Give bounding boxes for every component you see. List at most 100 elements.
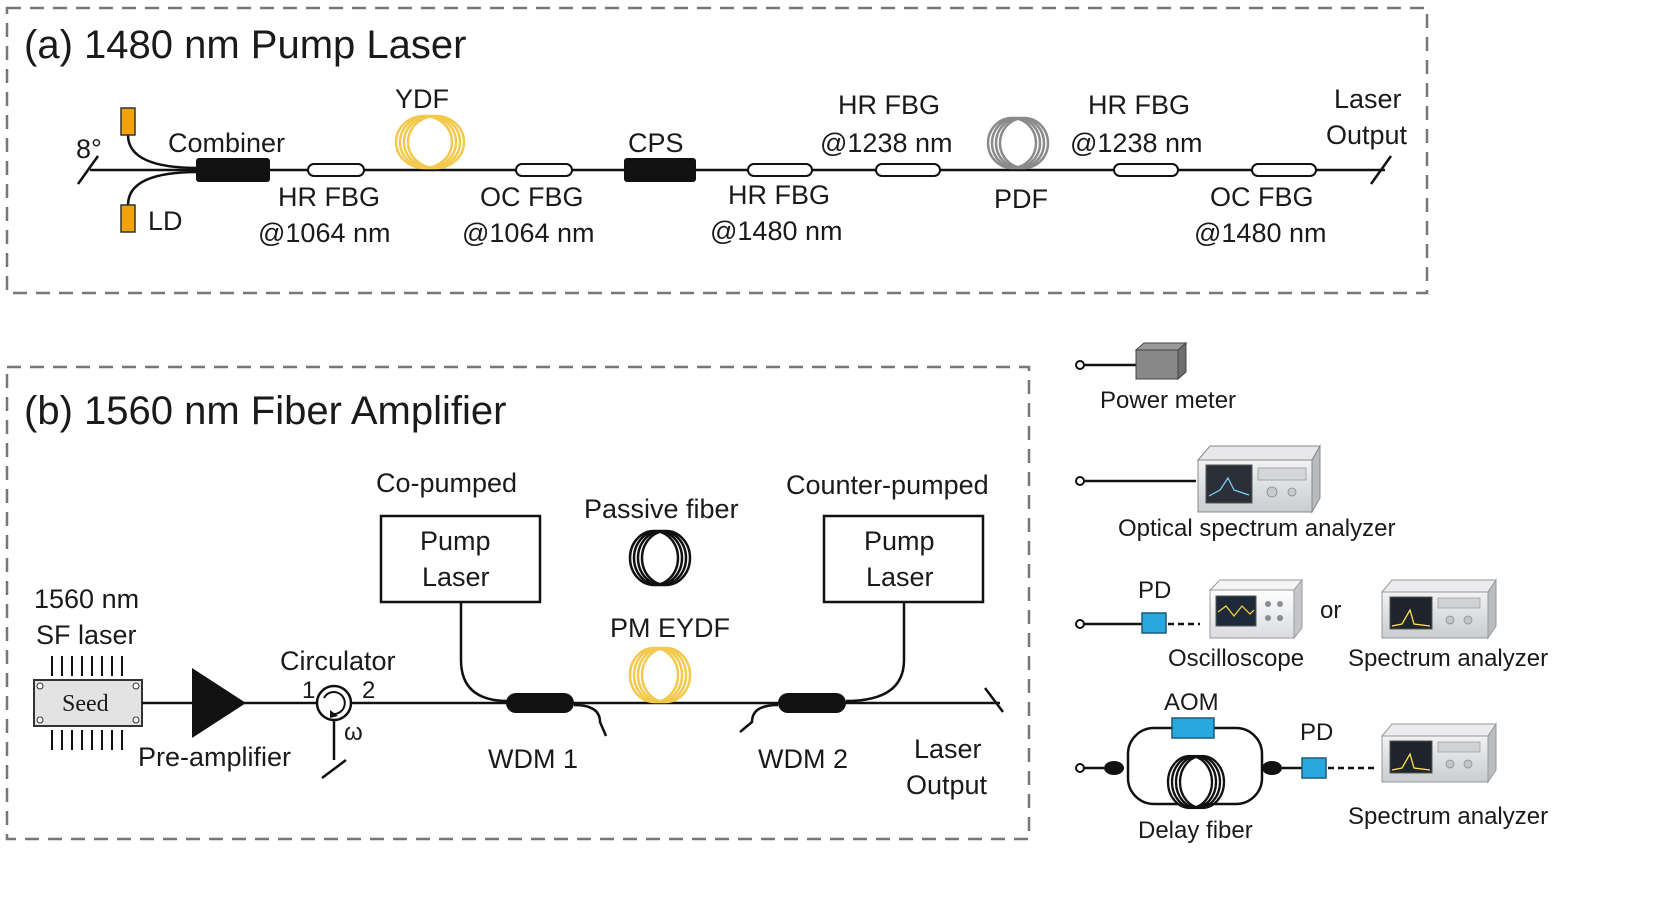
seed-fins-top	[51, 656, 123, 676]
panel-a-border	[5, 6, 1429, 295]
circulator-arrowhead	[330, 710, 338, 718]
osa-icon	[1196, 444, 1321, 514]
pd-icon-1	[1141, 612, 1167, 634]
counter-pumped-label: Counter-pumped	[786, 470, 989, 500]
circulator-port1: 1	[302, 677, 315, 704]
oc-fbg-1480-line2: @1480 nm	[1194, 218, 1326, 248]
cps-block	[624, 158, 696, 182]
oc-fbg-1064-line2: @1064 nm	[462, 218, 594, 248]
osa-label: Optical spectrum analyzer	[1118, 515, 1395, 542]
oscilloscope-icon	[1208, 578, 1304, 640]
combiner-label: Combiner	[168, 128, 285, 158]
pump-counter-line2: Laser	[866, 562, 934, 592]
hr-fbg-1064-line2: @1064 nm	[258, 218, 390, 248]
pd-icon-2	[1301, 757, 1327, 779]
pump-counter-line1: Pump	[864, 526, 935, 556]
angle-cleave-left	[76, 155, 100, 185]
hr-fbg-1480-line1: HR FBG	[728, 180, 830, 210]
spectrum-analyzer-label-2: Spectrum analyzer	[1348, 803, 1548, 830]
delay-fiber-coil	[1166, 754, 1226, 810]
circulator-port2: 2	[362, 677, 375, 704]
wdm2-label: WDM 2	[758, 744, 848, 774]
fbg-hr-1064	[307, 163, 365, 177]
hr-fbg-1238a-line1: HR FBG	[838, 90, 940, 120]
pm-eydf-coil	[628, 646, 692, 704]
hr-fbg-1480-line2: @1480 nm	[710, 216, 842, 246]
circulator-port3: ω	[344, 719, 363, 746]
fbg-oc-1064	[515, 163, 573, 177]
power-meter-icon	[1134, 341, 1188, 381]
legend-pd-scope: PD Oscilloscope or	[1075, 577, 1548, 672]
hr-fbg-1238b-line2: @1238 nm	[1070, 128, 1202, 158]
fbg-hr-1238-a	[875, 163, 941, 177]
ld-diode-top	[120, 107, 136, 136]
power-meter-label: Power meter	[1100, 387, 1236, 414]
wdm2-block	[778, 693, 846, 713]
pump-counter-fiber	[845, 602, 906, 703]
pm-eydf-label: PM EYDF	[610, 613, 730, 643]
legend-delayed-heterodyne: AOM Delay fiber PD Spect	[1075, 689, 1548, 844]
circulator-arrow-icon	[323, 691, 346, 715]
wdm2-dump-fiber	[739, 703, 779, 733]
output-a-line2: Output	[1326, 120, 1408, 150]
aom-label: AOM	[1164, 689, 1219, 716]
fbg-oc-1480	[1251, 163, 1317, 177]
coupler-right	[1262, 761, 1282, 775]
combiner-block	[196, 158, 270, 182]
or-label: or	[1320, 597, 1341, 624]
hr-fbg-1064-line1: HR FBG	[278, 182, 380, 212]
panel-b: (b) 1560 nm Fiber Amplifier 1560 nm SF l…	[5, 365, 1031, 841]
spectrum-analyzer-icon-2	[1380, 722, 1497, 784]
seed-source-line1: 1560 nm	[34, 584, 139, 614]
wdm1-dump-fiber	[573, 703, 608, 737]
fbg-hr-1480	[747, 163, 813, 177]
preamp-triangle	[192, 668, 246, 738]
wdm1-label: WDM 1	[488, 744, 578, 774]
pump-co-line2: Laser	[422, 562, 490, 592]
panel-a-title: (a) 1480 nm Pump Laser	[24, 23, 466, 67]
pdf-coil	[986, 116, 1050, 170]
oscilloscope-label: Oscilloscope	[1168, 645, 1304, 672]
legend-power-meter: Power meter	[1075, 341, 1236, 414]
seed-fins-bottom	[51, 730, 123, 750]
pd-label-1: PD	[1138, 577, 1171, 604]
passive-fiber-label: Passive fiber	[584, 494, 739, 524]
legend-osa: Optical spectrum analyzer	[1075, 444, 1395, 542]
seed-label: Seed	[62, 691, 109, 717]
panel-a: (a) 1480 nm Pump Laser 8° LD Combiner HR…	[5, 6, 1429, 295]
co-pumped-label: Co-pumped	[376, 468, 517, 498]
coupler-left	[1104, 761, 1124, 775]
angle-cleave-right	[1369, 155, 1393, 185]
pd-label-2: PD	[1300, 719, 1333, 746]
aom-icon	[1171, 717, 1215, 739]
pdf-label: PDF	[994, 184, 1048, 214]
preamp-label: Pre-amplifier	[138, 742, 291, 772]
panel-b-title: (b) 1560 nm Fiber Amplifier	[24, 389, 506, 433]
passive-fiber-coil	[628, 529, 692, 587]
seed-source-line2: SF laser	[36, 620, 137, 650]
hr-fbg-1238a-line2: @1238 nm	[820, 128, 952, 158]
oc-fbg-1480-line1: OC FBG	[1210, 182, 1314, 212]
seed-box	[33, 679, 143, 727]
ld-fiber-top	[126, 134, 199, 170]
ydf-coil	[394, 114, 466, 170]
pump-co-fiber	[459, 602, 509, 703]
seed-screws	[36, 682, 140, 724]
cps-label: CPS	[628, 128, 684, 158]
ld-label: LD	[148, 206, 183, 236]
pump-laser-counter	[822, 514, 985, 604]
delay-fiber-label: Delay fiber	[1138, 817, 1253, 844]
circulator-label: Circulator	[280, 646, 396, 676]
pump-co-line1: Pump	[420, 526, 491, 556]
ld-diode-bottom	[120, 204, 136, 233]
spectrum-analyzer-icon-1	[1380, 578, 1497, 640]
angle-label: 8°	[76, 134, 102, 164]
oc-fbg-1064-line1: OC FBG	[480, 182, 584, 212]
legend: Power meter Optical spectrum analyzer	[1075, 341, 1548, 844]
spectrum-analyzer-label-1: Spectrum analyzer	[1348, 645, 1548, 672]
hr-fbg-1238b-line1: HR FBG	[1088, 90, 1190, 120]
ydf-label: YDF	[395, 84, 449, 114]
circulator-port3-cleave	[321, 759, 347, 779]
output-b-line2: Output	[906, 770, 988, 800]
